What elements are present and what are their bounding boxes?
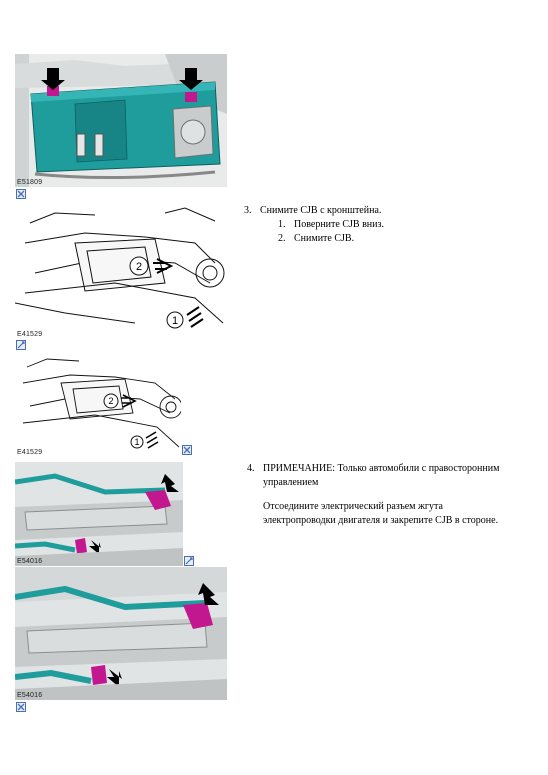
note-line: ПРИМЕЧАНИЕ: Только автомобили с правосто… <box>263 463 500 474</box>
figure-code: E41529 <box>17 331 43 338</box>
figure-rotate-cjb-large: 2 1 E41529 <box>15 203 225 339</box>
step-3-instruction: 3. Снимите CJB с кронштейна. <box>244 204 534 218</box>
substep-number: 2. <box>278 233 286 244</box>
collapse-icon <box>17 190 25 198</box>
step-3: 3. Снимите CJB с кронштейна. 1. Поверните … <box>244 204 534 246</box>
callout-1: 1 <box>134 437 139 447</box>
step-number: 3. <box>244 205 252 216</box>
step-number: 4. <box>247 463 255 474</box>
callout-1: 1 <box>172 315 178 327</box>
step-4: 4. ПРИМЕЧАНИЕ: Только автомобили с правос… <box>247 462 543 528</box>
figure-cjb-location: E51809 <box>15 54 227 187</box>
substep-text: Снимите CJB. <box>294 233 355 244</box>
collapse-figure-button[interactable] <box>182 445 192 455</box>
expand-figure-button[interactable] <box>184 556 194 566</box>
callout-2: 2 <box>136 261 142 273</box>
figure-rotate-cjb-small: 2 1 E41529 <box>15 351 181 457</box>
figure-code: E51809 <box>17 179 43 186</box>
collapse-icon <box>17 703 25 711</box>
figure-code: E41529 <box>17 449 43 456</box>
substep-number: 1. <box>278 219 286 230</box>
callout-2: 2 <box>108 396 113 406</box>
collapse-figure-button[interactable] <box>16 702 26 712</box>
note-line: управлением <box>263 477 319 488</box>
action-line: электропроводки двигателя и закрепите CJ… <box>263 515 499 526</box>
figure-code: E54016 <box>17 558 43 565</box>
substep: 2. Снимите CJB. <box>244 232 534 246</box>
substep-text: Поверните CJB вниз. <box>294 219 384 230</box>
collapse-figure-button[interactable] <box>16 189 26 199</box>
figure-connector-large: E54016 <box>15 567 227 700</box>
expand-icon <box>17 341 25 349</box>
figure-connector-small: E54016 <box>15 462 183 566</box>
substep: 1. Поверните CJB вниз. <box>244 218 534 232</box>
expand-figure-button[interactable] <box>16 340 26 350</box>
collapse-icon <box>183 446 191 454</box>
step-4-note: 4. ПРИМЕЧАНИЕ: Только автомобили с правос… <box>247 462 543 476</box>
figure-code: E54016 <box>17 692 43 699</box>
expand-icon <box>185 557 193 565</box>
step-text: Снимите CJB с кронштейна. <box>260 205 382 216</box>
action-line: Отсоедините электрический разъем жгута <box>263 501 443 512</box>
